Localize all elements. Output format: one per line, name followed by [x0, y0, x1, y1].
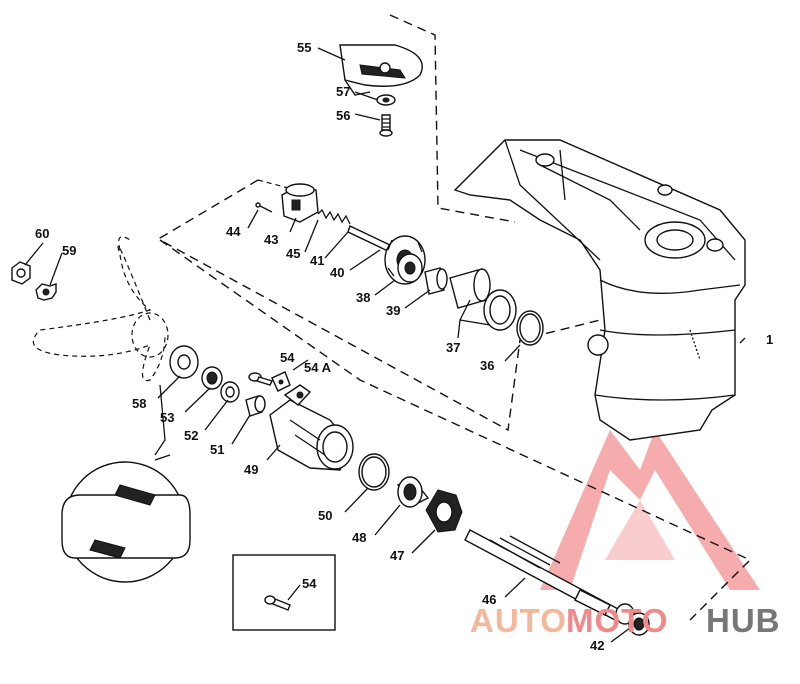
thrust-washer-58	[169, 345, 199, 379]
callout-39: 39	[386, 303, 400, 318]
callout-60: 60	[35, 226, 49, 241]
callout-58: 58	[132, 396, 146, 411]
callout-48: 48	[352, 530, 366, 545]
anode-trim-tab	[339, 44, 423, 96]
callout-53: 53	[160, 410, 174, 425]
bushing-51	[245, 395, 266, 417]
bearing-carrier-49	[269, 384, 354, 471]
watermark-hub: HUB	[706, 602, 781, 639]
pin-44	[255, 202, 273, 213]
callout-59: 59	[62, 243, 76, 258]
nut-42	[615, 603, 650, 636]
bearing-48	[396, 476, 430, 508]
callout-1: 1	[766, 332, 773, 347]
washer-57	[376, 94, 396, 106]
bushing-39	[424, 267, 448, 295]
callout-46: 46	[482, 592, 496, 607]
seal-53	[201, 366, 223, 390]
propeller-shaft-46	[464, 529, 621, 621]
screw-56	[379, 114, 393, 137]
callout-54a: 54 A	[304, 360, 332, 375]
callout-55: 55	[297, 40, 311, 55]
tapered-bearing-37	[449, 268, 517, 331]
callout-38: 38	[356, 290, 370, 305]
callout-52: 52	[184, 428, 198, 443]
tab-washer-59	[35, 283, 57, 301]
detail-inset-circle	[61, 454, 191, 583]
shaft-41	[347, 225, 393, 253]
callout-51: 51	[210, 442, 224, 457]
watermark-moto: MOTO	[566, 602, 668, 639]
screw-54	[248, 372, 273, 386]
callout-42: 42	[590, 638, 604, 653]
oring-50	[358, 453, 390, 491]
spring-45	[317, 208, 351, 225]
callout-54: 54	[280, 350, 295, 365]
retainer-54a	[271, 371, 291, 392]
callout-57: 57	[336, 84, 350, 99]
callout-37: 37	[446, 340, 460, 355]
callout-41: 41	[310, 253, 324, 268]
callout-47: 47	[390, 548, 404, 563]
nut-60	[11, 261, 31, 285]
shift-cam-43	[281, 183, 319, 223]
propeller-outline	[32, 236, 169, 382]
callout-50: 50	[318, 508, 332, 523]
detail-inset-box	[232, 554, 336, 631]
leader-lines	[24, 47, 746, 643]
seal-52	[220, 381, 240, 403]
callout-44: 44	[226, 224, 241, 239]
callout-labels: 55 57 56 1 36 37 38 39 40 41 45 43 44 60…	[35, 40, 773, 653]
callout-45: 45	[286, 246, 300, 261]
callout-36: 36	[480, 358, 494, 373]
watermark-auto: AUTO	[470, 602, 567, 639]
callout-54-inset: 54	[302, 576, 317, 591]
triangle-m-logo-icon	[540, 430, 760, 590]
oring-36	[516, 310, 544, 346]
callout-49: 49	[244, 462, 258, 477]
gearcase-housing	[453, 139, 746, 441]
callout-43: 43	[264, 232, 278, 247]
callout-56: 56	[336, 108, 350, 123]
gear-47	[425, 489, 463, 533]
watermark-text: AUTO MOTO HUB	[470, 602, 781, 639]
callout-40: 40	[330, 265, 344, 280]
bearing-38	[397, 253, 423, 283]
